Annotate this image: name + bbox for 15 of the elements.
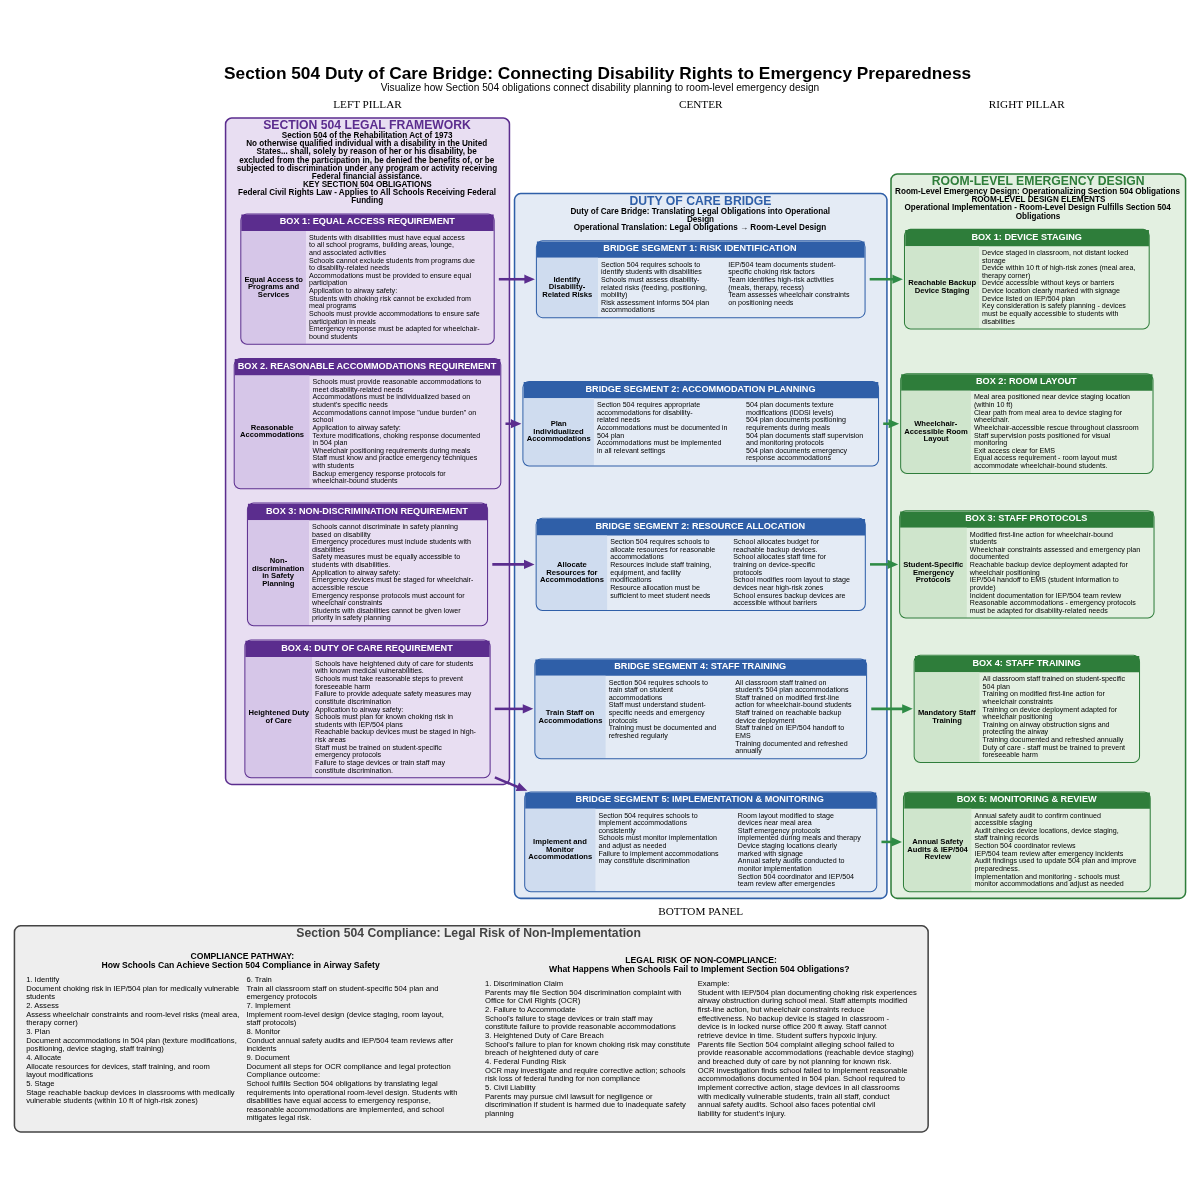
label: RIGHT PILLAR xyxy=(988,97,1065,110)
arrow xyxy=(492,559,535,569)
arrow xyxy=(494,776,528,792)
label: LEFT PILLAR xyxy=(333,97,402,110)
label: BOTTOM PANEL xyxy=(658,905,744,918)
arrow xyxy=(870,559,899,569)
arrow xyxy=(883,419,900,429)
arrow xyxy=(494,704,534,714)
caption: Visualize how Section 504 obligations connect disability planning to room-level emergency design xyxy=(380,82,820,93)
arrow xyxy=(869,274,903,284)
arrow xyxy=(505,419,522,429)
arrow xyxy=(498,274,535,284)
arrow xyxy=(871,704,913,714)
diagram-title: Section 504 Duty of Care Bridge: Connecting Disability Rights to Emergency Preparedness xyxy=(224,63,972,84)
label: CENTER xyxy=(678,97,723,110)
